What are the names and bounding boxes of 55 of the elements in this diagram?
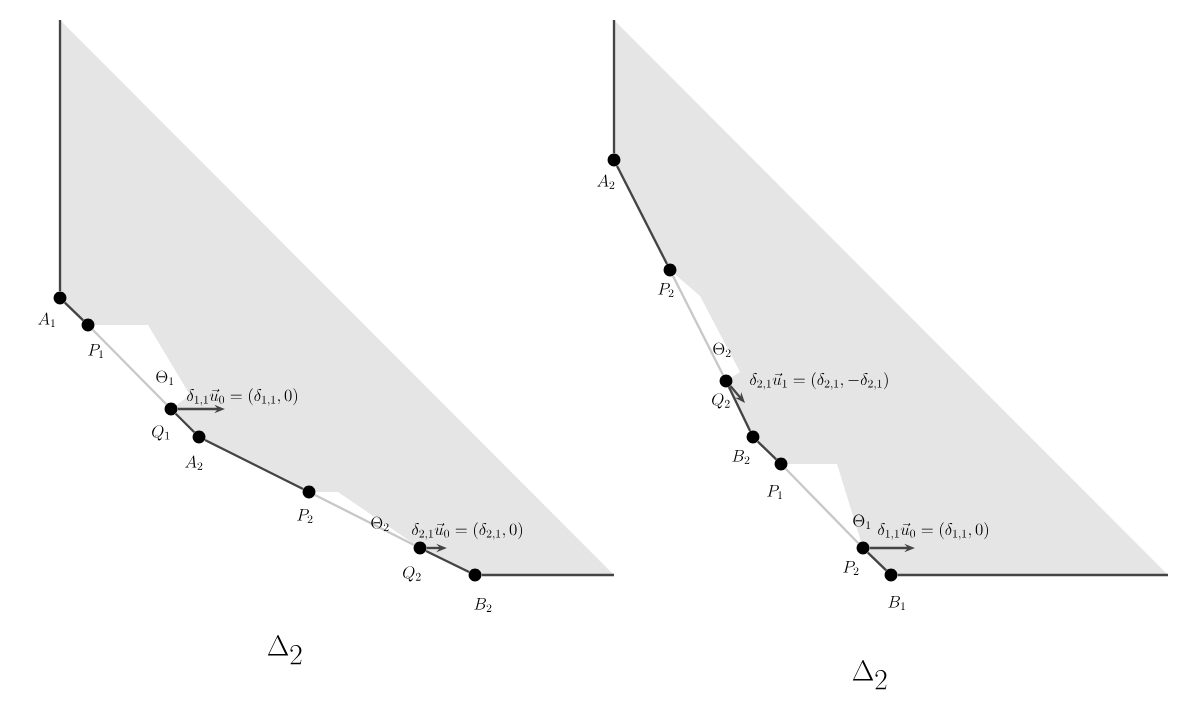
point: $Q_1$ <box>152 402 178 441</box>
panel-label: $\Delta_2$ <box>852 660 887 690</box>
node-label: $B_1$ <box>888 595 905 611</box>
point: $P_2$ <box>658 263 677 298</box>
edge-label: $\delta_{2,1}\vec{u}_0 = (\delta_{2,1},0)$ <box>412 522 523 540</box>
edge-line <box>481 573 614 577</box>
edge-line <box>64 301 85 322</box>
edge-line <box>727 386 752 432</box>
point: $P_1$ <box>767 457 788 500</box>
node-label: $A_2$ <box>597 174 615 190</box>
panel-label: $\Delta_2$ <box>267 635 302 665</box>
region-label: $\Theta_1$ <box>853 514 871 530</box>
point: $B_2$ <box>732 430 760 465</box>
edge-label: $\delta_{1,1}\vec{u}_0 = (\delta_{1,1},0)$ <box>187 388 298 406</box>
region-label: $\Theta_2$ <box>371 516 389 532</box>
edge-line <box>867 551 887 572</box>
vector-arrow <box>729 385 745 403</box>
edge-line <box>616 165 669 265</box>
point: $Q_2$ <box>403 541 427 582</box>
edge-line <box>671 275 725 376</box>
edge-line <box>425 549 470 574</box>
node-label: $P_2$ <box>658 282 674 298</box>
edge-line <box>174 412 196 434</box>
point: $B_1$ <box>884 568 905 610</box>
point: $A_2$ <box>185 430 206 471</box>
node-label: $P_2$ <box>843 560 859 576</box>
region-label: $\Theta_1$ <box>156 370 174 386</box>
point: $Q_2$ <box>712 374 733 409</box>
point: $P_1$ <box>81 318 103 359</box>
edge-label: $\delta_{1,1}\vec{u}_0 = (\delta_{1,1},0)$ <box>878 522 989 540</box>
region-label: $\Theta_2$ <box>713 342 731 358</box>
node-label: $A_1$ <box>38 312 55 328</box>
edge-line <box>58 20 62 292</box>
edge-line <box>314 493 415 547</box>
node-label: $P_1$ <box>767 484 783 500</box>
node-label: $P_1$ <box>88 343 104 359</box>
point: $A_1$ <box>38 291 67 328</box>
point: $A_2$ <box>597 153 621 190</box>
edge-line <box>784 467 860 545</box>
node-label: $P_2$ <box>297 508 313 524</box>
edge-line <box>91 328 168 406</box>
node-label: $B_2$ <box>474 597 492 613</box>
node-label: $Q_1$ <box>152 425 170 441</box>
node-label: $Q_2$ <box>712 393 730 409</box>
node-label: $Q_2$ <box>403 566 421 582</box>
edge-line <box>757 440 777 461</box>
point: $B_2$ <box>468 568 492 612</box>
node-label: $B_2$ <box>732 449 750 465</box>
node-label: $A_2$ <box>185 455 203 471</box>
point: $P_2$ <box>297 485 316 524</box>
edge-label: $\delta_{2,1}\vec{u}_1 = (\delta_{2,1},-\delta_{2,1})$ <box>750 372 888 390</box>
point: $P_2$ <box>843 541 870 575</box>
edge-line <box>897 573 1168 577</box>
edge-line <box>204 438 304 491</box>
edge-line <box>612 20 616 154</box>
